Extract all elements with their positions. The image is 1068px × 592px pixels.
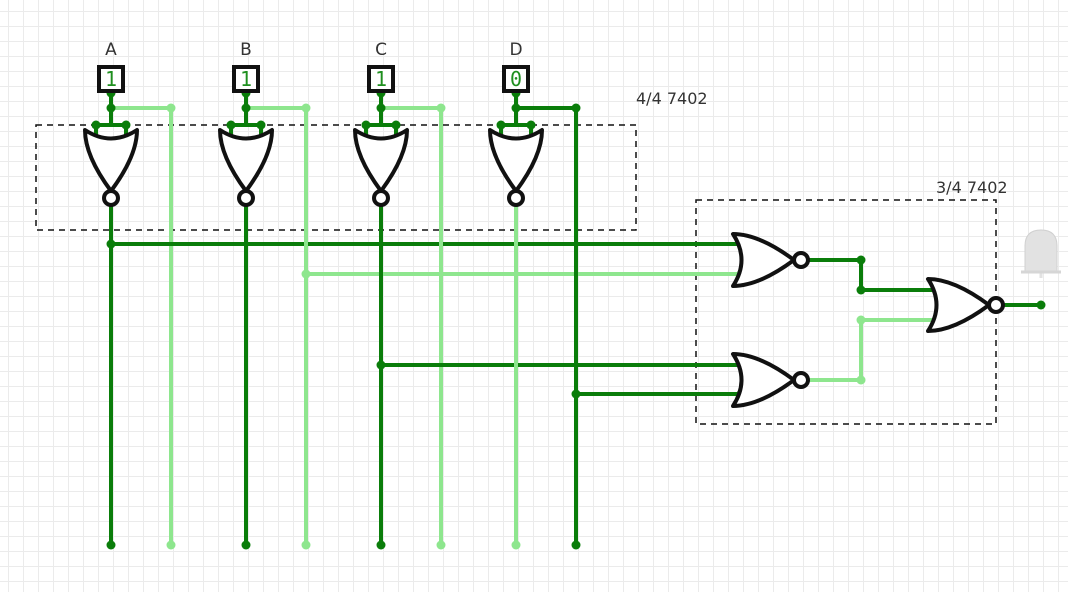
led-icon[interactable] bbox=[1021, 229, 1061, 278]
junction-dot bbox=[106, 540, 116, 550]
input-value-a: 1 bbox=[104, 67, 118, 91]
nor-gate-icon[interactable] bbox=[731, 352, 810, 408]
junction-dot bbox=[256, 120, 266, 130]
input-label-d: D bbox=[509, 40, 523, 60]
input-label-a: A bbox=[105, 40, 117, 60]
junction-dot bbox=[571, 540, 581, 550]
wire-c-in[interactable] bbox=[364, 91, 383, 142]
junction-dot bbox=[436, 103, 446, 113]
junction-dot bbox=[106, 103, 116, 113]
input-value-c: 1 bbox=[374, 67, 388, 91]
junction-dot bbox=[241, 540, 251, 550]
junction-dot bbox=[526, 120, 536, 130]
junction-dot bbox=[571, 103, 581, 113]
nor-gate-icon[interactable] bbox=[218, 128, 274, 207]
junction-dot bbox=[376, 540, 386, 550]
junction-dots bbox=[91, 88, 1046, 550]
junction-dot bbox=[301, 269, 311, 279]
input-toggle-c[interactable]: 1 bbox=[367, 65, 395, 93]
nor-gate-icon[interactable] bbox=[731, 232, 810, 288]
nor-gate-icon[interactable] bbox=[83, 128, 139, 207]
chip-boundary-1 bbox=[35, 124, 637, 231]
nor-gate-icon[interactable] bbox=[353, 128, 409, 207]
junction-dot bbox=[301, 103, 311, 113]
junction-dot bbox=[91, 120, 101, 130]
junction-dot bbox=[376, 360, 386, 370]
junction-dot bbox=[436, 540, 446, 550]
junction-dot bbox=[856, 285, 866, 295]
junction-dot bbox=[571, 389, 581, 399]
junction-dot bbox=[856, 315, 866, 325]
junction-dot bbox=[121, 120, 131, 130]
input-toggle-a[interactable]: 1 bbox=[97, 65, 125, 93]
junction-dot bbox=[511, 103, 521, 113]
chip-label-1: 4/4 7402 bbox=[636, 89, 708, 108]
wire-d-in[interactable] bbox=[499, 91, 518, 142]
junction-dot bbox=[1036, 300, 1046, 310]
junction-dot bbox=[301, 540, 311, 550]
input-label-b: B bbox=[240, 40, 252, 60]
input-toggle-b[interactable]: 1 bbox=[232, 65, 260, 93]
junction-dot bbox=[166, 540, 176, 550]
junction-dot bbox=[241, 103, 251, 113]
junction-dot bbox=[361, 120, 371, 130]
junction-dot bbox=[856, 375, 866, 385]
junction-dot bbox=[856, 255, 866, 265]
wire-nor2-out[interactable] bbox=[799, 318, 938, 382]
nor-gate-icon[interactable] bbox=[926, 277, 1005, 333]
input-toggle-d[interactable]: 0 bbox=[502, 65, 530, 93]
input-value-d: 0 bbox=[509, 67, 523, 91]
junction-dot bbox=[106, 239, 116, 249]
junction-dot bbox=[391, 120, 401, 130]
wire-a-in[interactable] bbox=[94, 91, 113, 142]
nor-gate-icon[interactable] bbox=[488, 128, 544, 207]
chip-label-2: 3/4 7402 bbox=[936, 178, 1008, 197]
junction-dot bbox=[376, 103, 386, 113]
input-value-b: 1 bbox=[239, 67, 253, 91]
wire-b-in[interactable] bbox=[229, 91, 248, 142]
junction-dot bbox=[496, 120, 506, 130]
input-label-c: C bbox=[375, 40, 387, 60]
junction-dot bbox=[226, 120, 236, 130]
junction-dot bbox=[166, 103, 176, 113]
junction-dot bbox=[511, 540, 521, 550]
wire-nor1-out[interactable] bbox=[799, 258, 938, 292]
